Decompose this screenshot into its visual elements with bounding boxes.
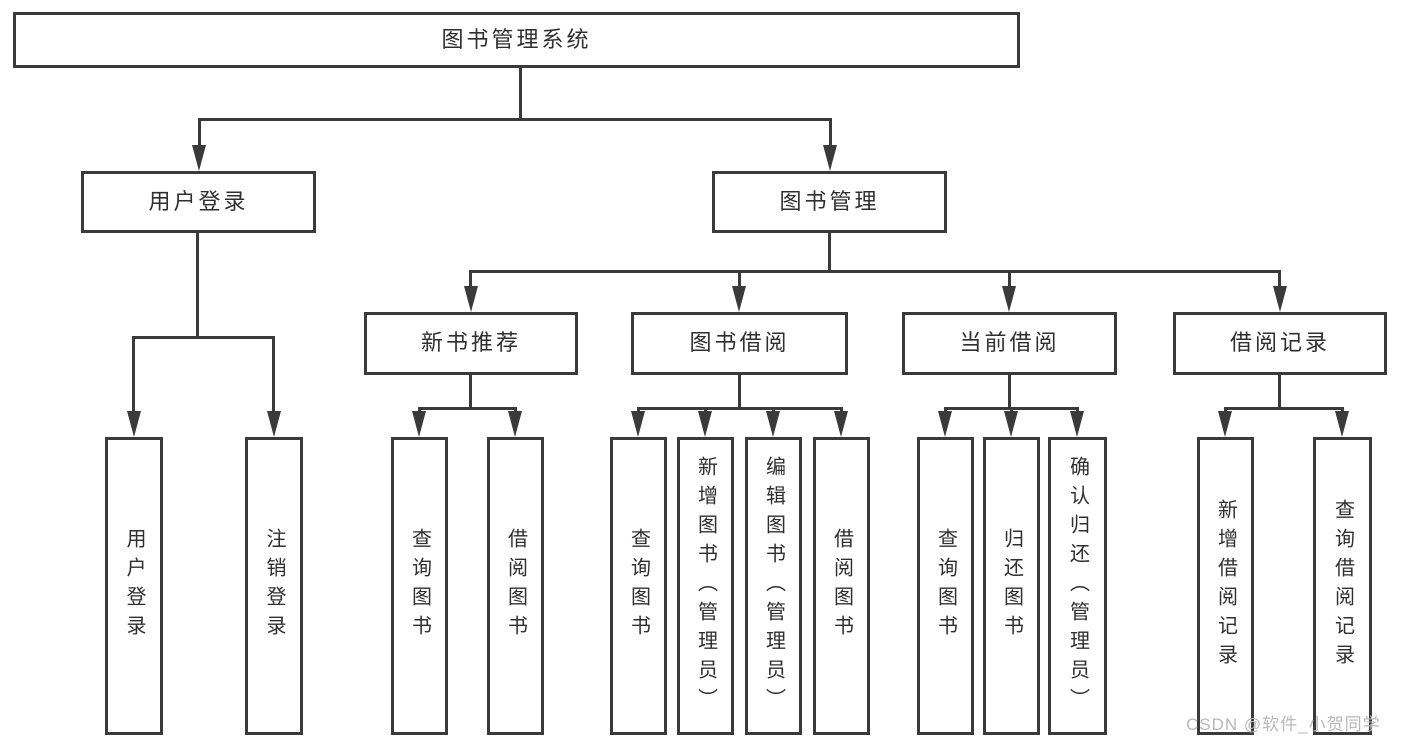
leaf-label: 查询图书 xyxy=(627,528,650,644)
connector-hbar xyxy=(637,407,843,410)
node-borrowing-records: 借阅记录 xyxy=(1173,312,1387,375)
arrow-down-icon xyxy=(766,411,780,437)
node-label: 借阅记录 xyxy=(1229,330,1330,356)
leaf-borrow-books: 借阅图书 xyxy=(813,437,870,735)
arrow-down-icon xyxy=(1335,411,1349,437)
leaf-query-borrow-record: 查询借阅记录 xyxy=(1313,437,1372,735)
arrow-down-icon xyxy=(1070,411,1084,437)
leaf-label: 查询图书 xyxy=(934,528,957,644)
node-new-book-recommend: 新书推荐 xyxy=(364,312,578,375)
leaf-return-books: 归还图书 xyxy=(983,437,1040,735)
connector-shaft xyxy=(738,270,741,290)
node-library-management-system: 图书管理系统 xyxy=(13,12,1020,68)
arrow-down-icon xyxy=(412,411,426,437)
leaf-user-login: 用户登录 xyxy=(105,437,163,735)
arrow-down-icon xyxy=(508,411,522,437)
arrow-down-icon xyxy=(631,411,645,437)
connector-manage-stem xyxy=(828,233,831,272)
node-book-management: 图书管理 xyxy=(712,171,947,233)
node-user-login: 用户登录 xyxy=(81,171,316,233)
connector-shaft xyxy=(198,118,201,150)
leaf-label: 归还图书 xyxy=(1000,528,1023,644)
node-current-borrowing: 当前借阅 xyxy=(902,312,1117,375)
node-label: 图书借阅 xyxy=(689,330,790,356)
arrow-down-icon xyxy=(938,411,952,437)
leaf-logout: 注销登录 xyxy=(245,437,303,735)
leaf-borrow-books-recommend: 借阅图书 xyxy=(487,437,544,735)
leaf-query-books-current: 查询图书 xyxy=(917,437,974,735)
arrow-down-icon xyxy=(1002,286,1016,312)
connector-hbar xyxy=(1224,407,1344,410)
leaf-label: 查询图书 xyxy=(408,528,431,644)
leaf-label: 借阅图书 xyxy=(830,528,853,644)
arrow-down-icon xyxy=(1273,286,1287,312)
arrow-down-icon xyxy=(834,411,848,437)
connector-login-stem xyxy=(196,233,199,336)
connector-shaft xyxy=(1278,270,1281,290)
leaf-label: 借阅图书 xyxy=(504,528,527,644)
arrow-down-icon xyxy=(698,411,712,437)
connector-root-stem xyxy=(519,67,522,118)
leaf-label: 确认归还（管理员） xyxy=(1066,455,1089,717)
arrow-down-icon xyxy=(1004,411,1018,437)
connector-shaft xyxy=(469,270,472,290)
arrow-down-icon xyxy=(267,411,281,437)
node-label: 图书管理系统 xyxy=(441,26,592,52)
leaf-add-books-admin: 新增图书（管理员） xyxy=(677,437,734,735)
connector-stem xyxy=(738,375,741,407)
csdn-watermark: CSDN @软件_小贺同学 xyxy=(1186,715,1381,734)
leaf-query-books-borrowing: 查询图书 xyxy=(610,437,667,735)
connector-shaft xyxy=(272,336,275,414)
node-label: 当前借阅 xyxy=(959,330,1060,356)
connector-stem xyxy=(1008,375,1011,407)
arrow-down-icon xyxy=(823,145,837,171)
connector-stem xyxy=(469,375,472,407)
arrow-down-icon xyxy=(127,411,141,437)
leaf-label: 新增借阅记录 xyxy=(1214,499,1237,673)
leaf-label: 查询借阅记录 xyxy=(1331,499,1354,673)
connector-shaft xyxy=(132,336,135,414)
connector-manage-hbar xyxy=(469,270,1281,273)
leaf-label: 注销登录 xyxy=(263,528,285,644)
leaf-add-borrow-record: 新增借阅记录 xyxy=(1197,437,1254,735)
node-label: 用户登录 xyxy=(148,188,249,214)
arrow-down-icon xyxy=(192,145,206,171)
node-label: 图书管理 xyxy=(779,188,880,214)
connector-root-hbar xyxy=(198,118,832,121)
node-label: 新书推荐 xyxy=(420,330,521,356)
arrow-down-icon xyxy=(464,286,478,312)
arrow-down-icon xyxy=(1218,411,1232,437)
leaf-edit-books-admin: 编辑图书（管理员） xyxy=(745,437,802,735)
connector-login-hbar xyxy=(132,336,275,339)
connector-hbar xyxy=(418,407,517,410)
leaf-label: 新增图书（管理员） xyxy=(694,455,717,717)
arrow-down-icon xyxy=(732,286,746,312)
leaf-label: 编辑图书（管理员） xyxy=(762,455,785,717)
leaf-confirm-return-admin: 确认归还（管理员） xyxy=(1048,437,1107,735)
connector-shaft xyxy=(829,118,832,150)
leaf-label: 用户登录 xyxy=(123,528,145,644)
connector-stem xyxy=(1278,375,1281,407)
leaf-query-books-recommend: 查询图书 xyxy=(391,437,448,735)
node-book-borrowing: 图书借阅 xyxy=(631,312,848,375)
connector-shaft xyxy=(1008,270,1011,290)
